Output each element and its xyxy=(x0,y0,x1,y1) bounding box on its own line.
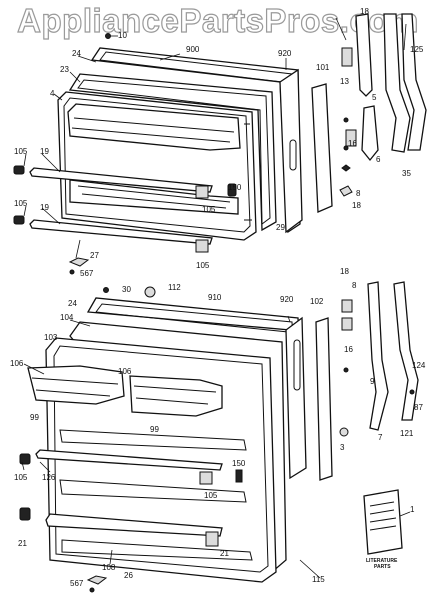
callout-5: 5 xyxy=(372,93,377,102)
callout-105: 105 xyxy=(14,199,28,208)
callout-115: 115 xyxy=(312,575,325,584)
callout-121: 121 xyxy=(400,429,414,438)
fresh-food-bin-right xyxy=(129,375,223,417)
fresh-food-door-assembly xyxy=(19,281,419,593)
callout-108: 108 xyxy=(102,563,116,572)
callout-125: 125 xyxy=(410,45,424,54)
fresh-food-door-panel xyxy=(285,316,307,480)
callout-35: 35 xyxy=(402,169,411,178)
literature-sublabel: PARTS xyxy=(374,564,391,570)
callout-99: 99 xyxy=(30,413,39,422)
callout-105: 105 xyxy=(196,261,210,270)
callout-102: 102 xyxy=(310,297,324,306)
callout-21: 21 xyxy=(18,539,27,548)
callout-104: 104 xyxy=(60,313,74,322)
callout-18: 18 xyxy=(352,201,361,210)
callout-567: 567 xyxy=(70,579,84,588)
callout-105: 105 xyxy=(14,147,28,156)
callout-labels: 10 18 125 900 24 920 23 13 101 4 5 16 10… xyxy=(10,7,426,588)
callout-150: 150 xyxy=(228,183,242,192)
freezer-door-panel xyxy=(279,68,303,234)
callout-16: 16 xyxy=(344,345,353,354)
callout-900: 900 xyxy=(186,45,200,54)
callout-10: 10 xyxy=(118,31,127,40)
freezer-door-assembly xyxy=(13,13,427,275)
callout-27: 27 xyxy=(90,251,99,260)
callout-124: 124 xyxy=(412,361,426,370)
callout-19: 19 xyxy=(40,203,49,212)
callout-23: 23 xyxy=(60,65,69,74)
callout-106: 106 xyxy=(10,359,24,368)
fresh-food-trim-strip xyxy=(315,317,333,481)
callout-920: 920 xyxy=(280,295,294,304)
callout-19: 19 xyxy=(40,147,49,156)
literature-parts-booklet xyxy=(363,489,403,555)
callout-24: 24 xyxy=(68,299,77,308)
fresh-food-shelf-bar-upper xyxy=(35,449,223,471)
callout-105: 105 xyxy=(14,473,28,482)
callout-106: 106 xyxy=(118,367,132,376)
callout-8: 8 xyxy=(356,189,361,198)
callout-3: 3 xyxy=(340,443,345,452)
literature-label: LITERATURE xyxy=(366,558,398,564)
freezer-shelf-bar-lower xyxy=(29,219,213,245)
callout-6: 6 xyxy=(376,155,381,164)
callout-24: 24 xyxy=(72,49,81,58)
freezer-shelf-bar-upper xyxy=(29,167,213,193)
callout-29: 29 xyxy=(276,223,285,232)
callout-8: 8 xyxy=(352,281,357,290)
leader-lines xyxy=(21,17,411,579)
callout-16: 16 xyxy=(348,139,357,148)
callout-26: 26 xyxy=(124,571,133,580)
callout-103: 103 xyxy=(44,333,58,342)
callout-150: 150 xyxy=(232,459,246,468)
callout-101: 101 xyxy=(316,63,330,72)
callout-21: 21 xyxy=(220,549,229,558)
watermark: AppliancePartsPros.com xyxy=(17,1,419,39)
fresh-food-shelf-bar-lower xyxy=(45,513,223,537)
callout-4: 4 xyxy=(50,89,55,98)
callout-7: 7 xyxy=(378,433,383,442)
callout-105: 105 xyxy=(202,205,216,214)
fresh-food-bin-left xyxy=(27,365,125,405)
callout-910: 910 xyxy=(208,293,222,302)
callout-30: 30 xyxy=(122,285,131,294)
callout-18: 18 xyxy=(360,7,369,16)
callout-126: 126 xyxy=(42,473,56,482)
callout-87: 87 xyxy=(414,403,423,412)
callout-1: 1 xyxy=(410,505,415,514)
callout-18: 18 xyxy=(340,267,349,276)
callout-112: 112 xyxy=(168,283,181,292)
callout-99: 99 xyxy=(150,425,159,434)
callout-13: 13 xyxy=(340,77,349,86)
callout-9: 9 xyxy=(370,377,375,386)
freezer-trim-strip xyxy=(311,83,333,213)
callout-920: 920 xyxy=(278,49,292,58)
callout-105: 105 xyxy=(204,491,218,500)
callout-567: 567 xyxy=(80,269,94,278)
